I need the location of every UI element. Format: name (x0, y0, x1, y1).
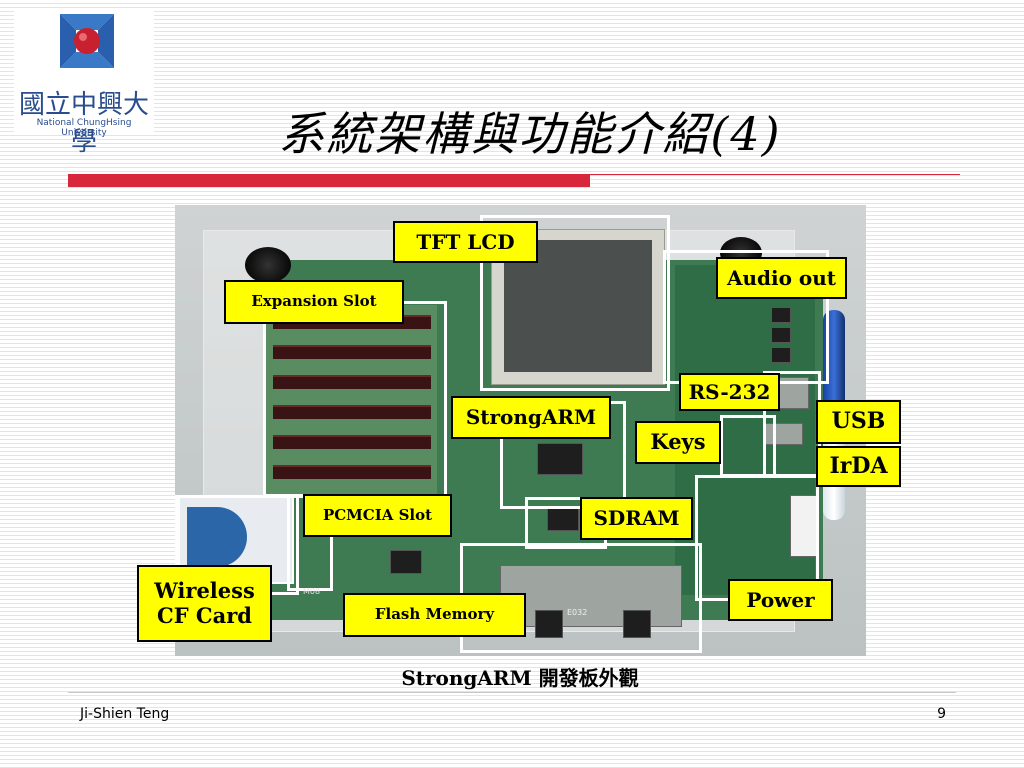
callout-flash-memory: Flash Memory (343, 593, 526, 637)
cf-card-label (187, 507, 247, 567)
power-connector (790, 495, 818, 557)
expansion-slot (273, 435, 431, 449)
board-marking-m08: M08 (303, 587, 321, 596)
audio-jack (771, 327, 791, 343)
expansion-slot (273, 375, 431, 389)
callout-wireless-cf-line1: Wireless (154, 578, 255, 604)
university-logo: 國立中興大學 National ChungHsing University (14, 10, 154, 157)
callout-strongarm: StrongARM (451, 396, 611, 439)
callout-tft-lcd: TFT LCD (393, 221, 538, 263)
audio-jack (771, 307, 791, 323)
callout-pcmcia-slot: PCMCIA Slot (303, 494, 452, 537)
callout-rs232: RS-232 (679, 373, 780, 411)
speaker-left-icon (245, 247, 291, 283)
footer-author: Ji-Shien Teng (80, 706, 170, 722)
expansion-slot (273, 465, 431, 479)
sdram-chip (547, 507, 579, 531)
callout-sdram: SDRAM (580, 497, 693, 540)
board-marking-e032: E032 (567, 608, 588, 617)
flash-socket (535, 610, 563, 638)
callout-keys: Keys (635, 421, 721, 464)
university-name-english: National ChungHsing University (36, 118, 132, 138)
callout-irda: IrDA (816, 446, 901, 487)
university-name-chinese: 國立中興大學 (18, 90, 149, 157)
flash-chip (390, 550, 422, 574)
callout-expansion-slot: Expansion Slot (224, 280, 404, 324)
photo-caption: StrongARM 開發板外觀 (401, 666, 639, 690)
university-emblem-icon (58, 12, 116, 70)
expansion-slot (273, 405, 431, 419)
expansion-slot (273, 345, 431, 359)
callout-usb: USB (816, 400, 901, 444)
callout-wireless-cf-line2: CF Card (156, 602, 252, 628)
title-divider-thin (68, 174, 960, 175)
footer-divider (68, 692, 956, 693)
audio-jack (771, 347, 791, 363)
flash-socket (623, 610, 651, 638)
page-number: 9 (937, 706, 946, 722)
memory-module (500, 565, 682, 627)
slide-title: 系統架構與功能介紹(4) (278, 107, 782, 161)
highlight-expansion-slots (263, 301, 447, 497)
callout-audio-out: Audio out (716, 257, 847, 299)
title-divider-thick (68, 175, 590, 187)
cpu-chip (537, 443, 583, 475)
callout-wireless-cf-card: Wireless CF Card (137, 565, 272, 642)
callout-power: Power (728, 579, 833, 621)
highlight-tft-lcd (480, 215, 670, 391)
